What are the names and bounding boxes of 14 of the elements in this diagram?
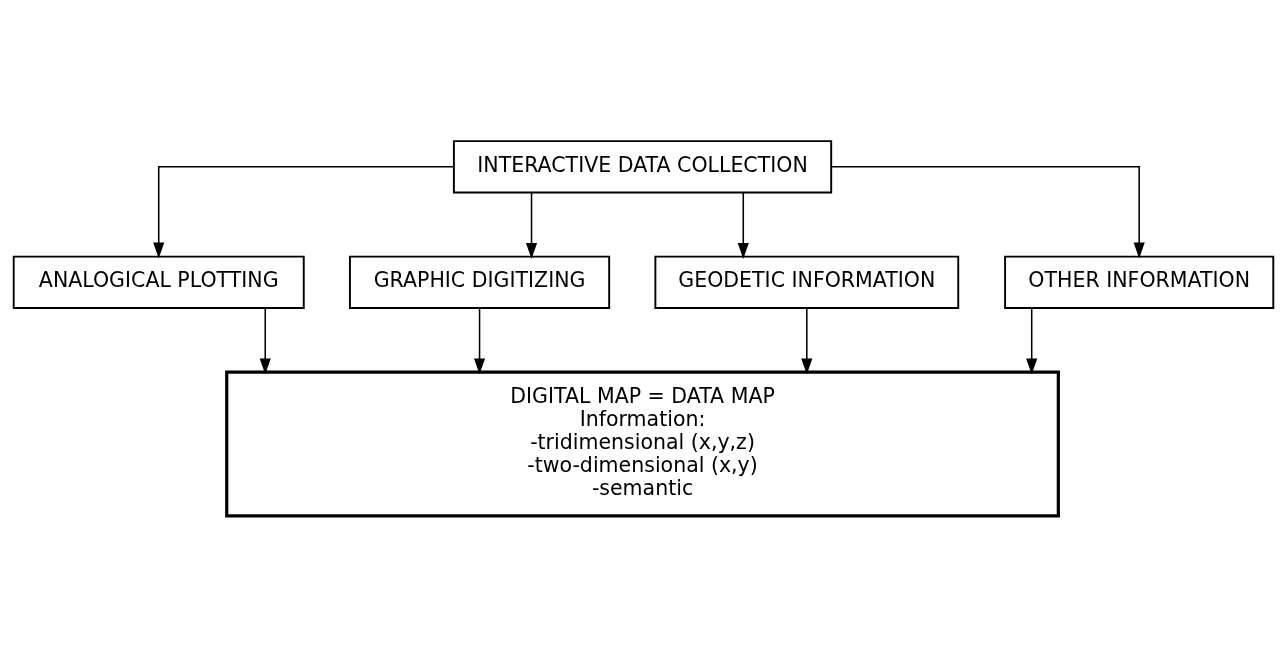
node-box: GEODETIC INFORMATION: [654, 255, 960, 309]
node-box: ANALOGICAL PLOTTING: [12, 255, 305, 309]
arrow: [830, 165, 1145, 258]
node-box: DIGITAL MAP = DATA MAP Information: -tridimensional (x,y,z) -two-dimensional (x,y) -semantic: [225, 370, 1060, 517]
arrow: [737, 191, 749, 259]
arrow: [259, 307, 271, 374]
node-box: OTHER INFORMATION: [1004, 255, 1275, 309]
arrow: [153, 165, 455, 258]
arrow: [801, 307, 813, 374]
arrow: [1026, 307, 1038, 374]
arrow: [473, 307, 486, 374]
arrow: [525, 191, 538, 259]
node-box: INTERACTIVE DATA COLLECTION: [452, 139, 833, 193]
node-box: GRAPHIC DIGITIZING: [348, 255, 611, 309]
